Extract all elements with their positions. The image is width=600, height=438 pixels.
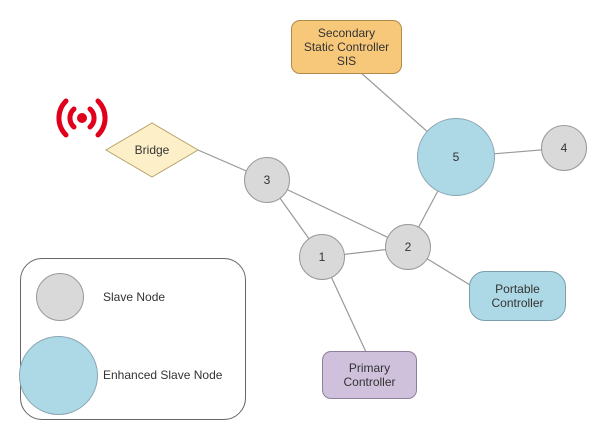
legend: Slave Node Enhanced Slave Node (19, 258, 246, 420)
node-1-label: 1 (318, 250, 326, 264)
node-4-slave[interactable]: 4 (541, 125, 587, 171)
node-3-slave[interactable]: 3 (244, 157, 290, 203)
legend-enhanced-label: Enhanced Slave Node (103, 368, 223, 382)
primary-controller-line-1: Primary (348, 361, 391, 375)
secondary-controller-line-1: Secondary (317, 26, 376, 40)
node-4-label: 4 (560, 141, 568, 155)
secondary-controller-line-2: Static Controller (303, 40, 390, 54)
node-5-enhanced-slave[interactable]: 5 (417, 118, 495, 196)
legend-slave-swatch (36, 273, 84, 321)
primary-controller[interactable]: Primary Controller (322, 351, 417, 399)
secondary-controller-line-3: SIS (336, 54, 357, 68)
wireless-signal-icon (56, 98, 108, 138)
legend-enhanced-swatch (19, 336, 98, 415)
node-2-slave[interactable]: 2 (385, 224, 431, 270)
portable-controller-line-1: Portable (495, 282, 540, 296)
portable-controller-line-2: Controller (491, 296, 544, 310)
secondary-static-controller[interactable]: Secondary Static Controller SIS (291, 20, 402, 74)
edge-3-2 (266, 179, 409, 248)
node-1-slave[interactable]: 1 (299, 234, 345, 280)
bridge-diamond[interactable] (105, 122, 199, 178)
node-5-label: 5 (452, 150, 460, 164)
primary-controller-line-2: Controller (343, 375, 396, 389)
node-2-label: 2 (404, 240, 412, 254)
portable-controller[interactable]: Portable Controller (469, 271, 566, 321)
legend-slave-label: Slave Node (103, 290, 166, 304)
bridge-label: Bridge (134, 143, 170, 157)
node-3-label: 3 (263, 173, 271, 187)
